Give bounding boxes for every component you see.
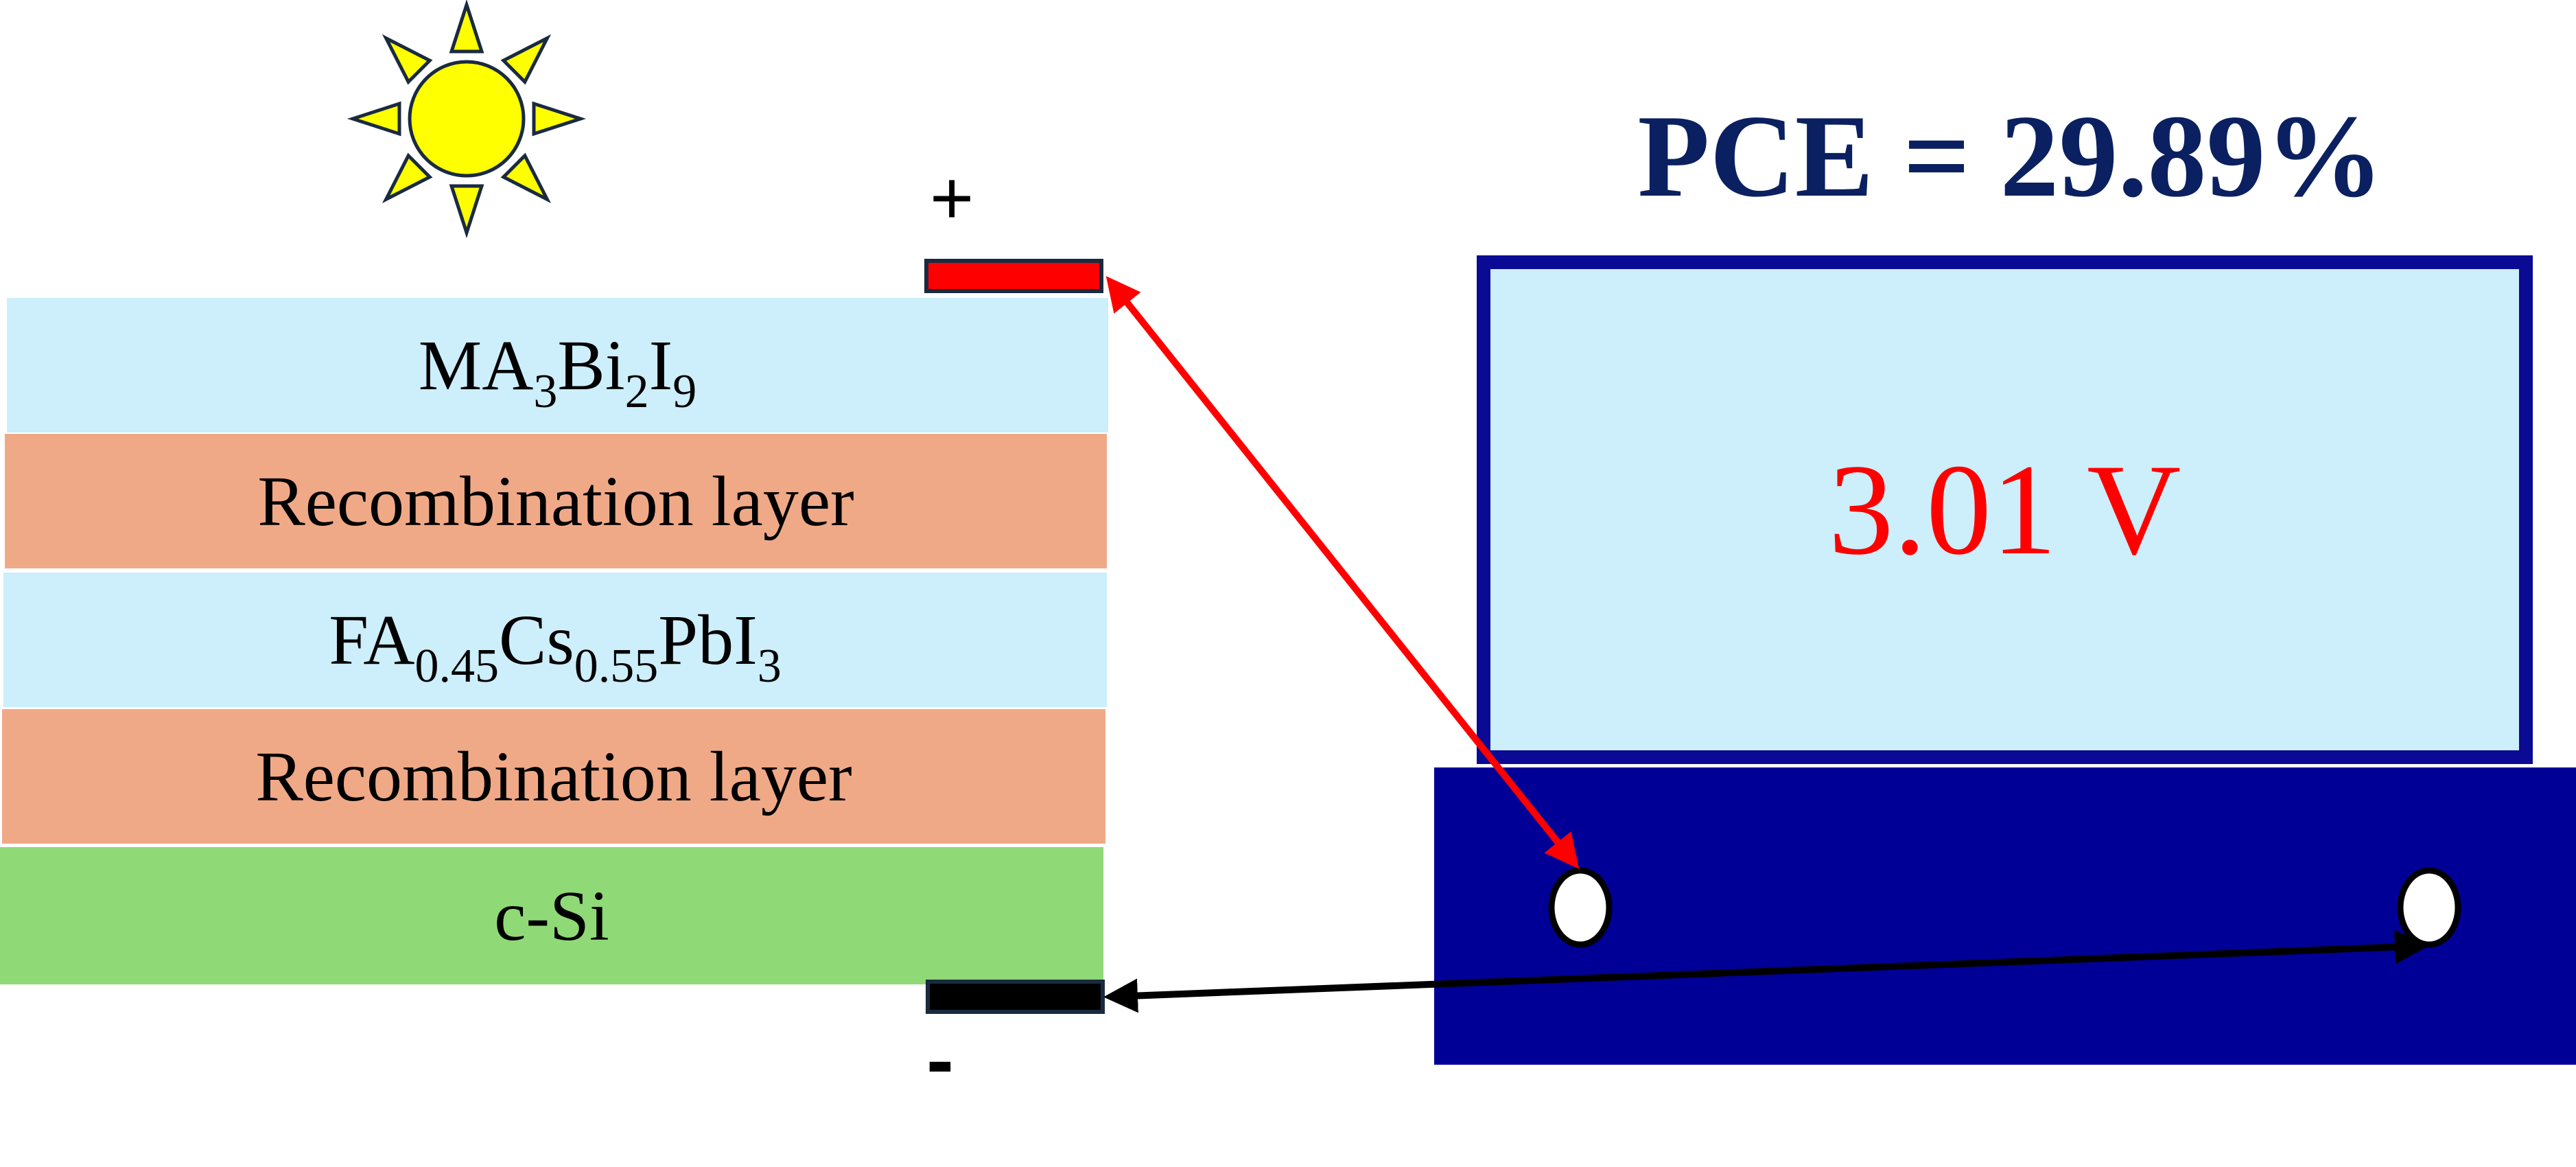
layer-c-si: c-Si	[0, 847, 1103, 984]
layer-c-si-label: c-Si	[494, 876, 609, 956]
layer-recombination-1-label: Recombination layer	[257, 461, 854, 541]
voltage-reading: 3.01 V	[1828, 437, 2181, 582]
layer-ma3bi2i9: MA3Bi2I9	[7, 298, 1108, 432]
layer-recombination-2-label: Recombination layer	[255, 737, 852, 816]
layer-recombination-1: Recombination layer	[5, 434, 1107, 568]
negative-terminal-sign: -	[926, 1014, 954, 1106]
sun-rays	[347, 0, 587, 239]
meter-input-terminal-left	[1548, 867, 1613, 948]
positive-electrode	[924, 259, 1103, 293]
layer-fa-cs-pbi3: FA0.45Cs0.55PbI3	[3, 573, 1107, 707]
voltmeter-display: 3.01 V	[1477, 255, 2533, 764]
layer-ma3bi2i9-label: MA3Bi2I9	[418, 325, 697, 418]
positive-terminal-sign: +	[930, 156, 974, 240]
negative-electrode	[926, 980, 1105, 1014]
positive-wire	[1105, 276, 1580, 869]
negative-wire	[1103, 929, 2429, 1013]
layer-fa-cs-pbi3-label: FA0.45Cs0.55PbI3	[329, 600, 782, 693]
voltmeter-body	[1434, 767, 2576, 1065]
pce-label: PCE = 29.89%	[1637, 91, 2384, 222]
sun-disc	[408, 60, 526, 178]
meter-input-terminal-right	[2397, 867, 2461, 948]
layer-recombination-2: Recombination layer	[2, 709, 1105, 844]
